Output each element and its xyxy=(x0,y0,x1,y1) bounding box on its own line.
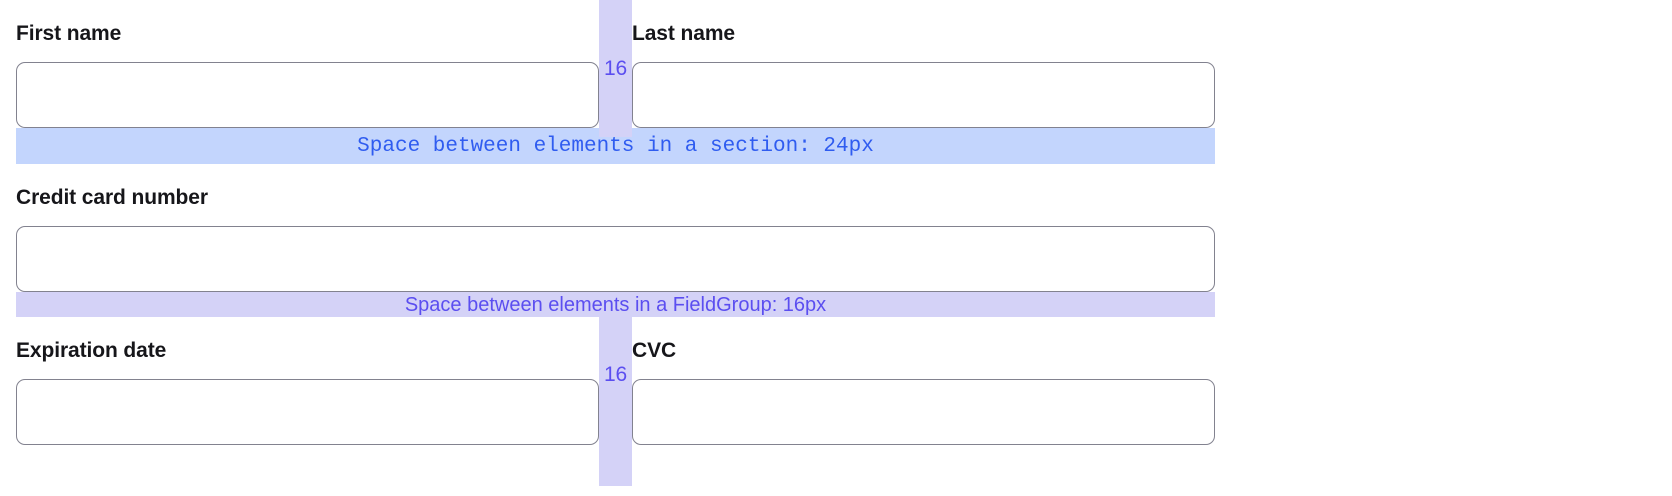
name-field-row: First name 16 Last name xyxy=(16,0,1215,137)
payment-form: First name 16 Last name Space between el… xyxy=(16,0,1215,486)
credit-card-number-field: Credit card number xyxy=(16,164,1215,292)
cvc-label: CVC xyxy=(632,339,677,362)
expiration-date-label: Expiration date xyxy=(16,339,167,362)
first-name-label: First name xyxy=(16,22,122,45)
last-name-label: Last name xyxy=(632,22,735,45)
gap-measure-band: 16 xyxy=(599,317,632,486)
last-name-input[interactable] xyxy=(632,62,1215,128)
expiry-cvc-field-row: Expiration date 16 CVC xyxy=(16,317,1215,486)
first-name-input[interactable] xyxy=(16,62,599,128)
last-name-field: Last name xyxy=(632,0,1215,128)
credit-card-number-label: Credit card number xyxy=(16,186,208,209)
gap-measure-value: 16 xyxy=(604,57,627,80)
credit-card-number-input[interactable] xyxy=(16,226,1215,292)
cvc-input[interactable] xyxy=(632,379,1215,445)
cvc-field: CVC xyxy=(632,317,1215,445)
expiration-date-field: Expiration date xyxy=(16,317,599,445)
first-name-field: First name xyxy=(16,0,599,128)
fieldgroup-spacing-label: Space between elements in a FieldGroup: … xyxy=(404,293,827,316)
fieldgroup-spacing-annotation: Space between elements in a FieldGroup: … xyxy=(16,292,1215,317)
section-spacing-label: Space between elements in a section: 24p… xyxy=(357,134,874,158)
gap-measure-band: 16 xyxy=(599,0,632,137)
gap-measure-value: 16 xyxy=(604,363,627,386)
expiration-date-input[interactable] xyxy=(16,379,599,445)
